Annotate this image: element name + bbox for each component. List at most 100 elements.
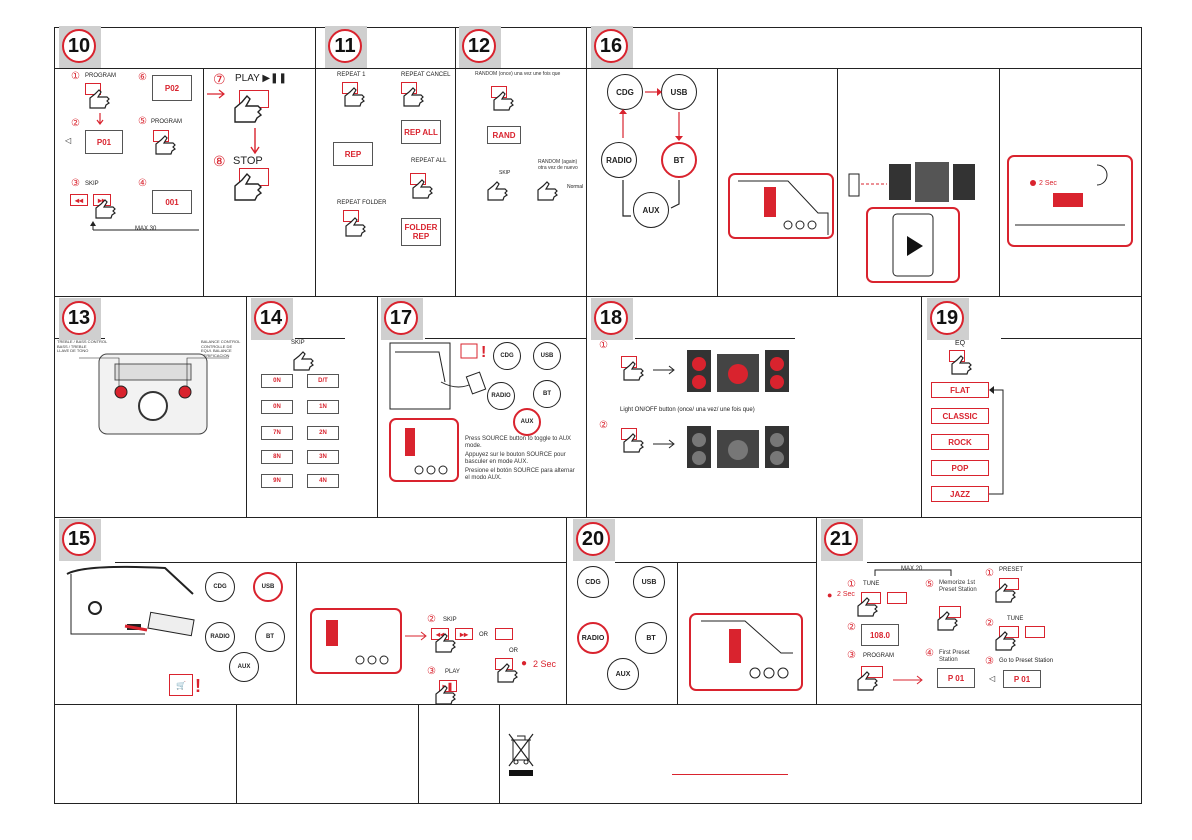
program2-label: PROGRAM: [151, 119, 183, 125]
source-radio: RADIO: [205, 622, 235, 652]
speaker-lights-on-image: [687, 350, 789, 392]
header-line: [1001, 338, 1141, 339]
step-1: ①: [71, 71, 80, 82]
hand-icon: [234, 172, 263, 201]
col-divider: [418, 704, 419, 804]
arrow-right: [405, 631, 427, 641]
source-cdg: CDG: [205, 572, 235, 602]
source-cdg: CDG: [607, 74, 643, 110]
hand-icon: [623, 361, 644, 381]
section-12-number: 12: [459, 26, 501, 68]
usb-button-image: [310, 608, 402, 674]
radio-button-image: [689, 613, 803, 691]
play-label: PLAY ▶❚❚: [235, 73, 287, 84]
col-divider: [816, 517, 817, 704]
col-divider: [586, 296, 587, 517]
unit-closeup-image: [728, 173, 834, 239]
play-label: PLAY: [445, 669, 460, 675]
unit-front-panel-image: [79, 353, 229, 435]
col-divider: [455, 28, 456, 296]
col-divider: [677, 562, 678, 704]
hand-icon: [857, 671, 878, 691]
section-10-number: 10: [59, 26, 101, 68]
hand-icon: [623, 433, 644, 453]
balance-note: BALANCE CONTROL CONTROLLE DE EQUI. BALAN…: [201, 339, 241, 358]
step-3: ③: [847, 650, 856, 661]
step-3: ③: [427, 666, 436, 677]
hand-icon: [95, 199, 116, 219]
step-3: ③: [71, 178, 80, 189]
speaker-lights-off-image: [687, 426, 789, 468]
p02-display: P02: [152, 75, 192, 101]
link-underline[interactable]: [672, 774, 788, 775]
arrow-right: [653, 439, 675, 449]
folder-button[interactable]: [495, 628, 513, 640]
skip-prev-button[interactable]: ◂◂: [70, 194, 88, 206]
header-line: [115, 562, 566, 563]
hand-icon: [995, 583, 1016, 603]
col-divider: [999, 68, 1000, 296]
section-14-number: 14: [251, 298, 293, 340]
hand-icon: [293, 351, 314, 371]
col-divider: [315, 28, 316, 296]
section-13-number: 13: [59, 298, 101, 340]
arrow-right: [893, 675, 923, 685]
step-2: ②: [71, 118, 80, 129]
repeat-all-label: REPEAT ALL: [411, 158, 447, 164]
freq-display: 108.0: [861, 624, 899, 646]
source-usb: USB: [253, 572, 283, 602]
source-radio: RADIO: [601, 142, 637, 178]
header-line: [615, 562, 816, 563]
random-again-note: RANDOM (again) otra vez de nuevo: [538, 159, 578, 171]
source-aux: AUX: [513, 408, 541, 436]
track-display: 4N: [307, 474, 339, 488]
hand-icon: [493, 91, 514, 111]
step-2: ②: [847, 622, 856, 633]
col-divider: [203, 68, 204, 296]
hand-icon: [995, 631, 1016, 651]
source-bt: BT: [255, 622, 285, 652]
col-divider: [236, 704, 237, 804]
eq-mode-pop: POP: [931, 460, 989, 476]
memorize-label: Memorize 1st Preset Station: [939, 580, 977, 593]
section-17-number: 17: [381, 298, 423, 340]
hand-icon: [345, 217, 366, 237]
step-7: ⑦: [213, 71, 226, 87]
cart-icon: 🛒: [169, 674, 193, 696]
or-label: OR: [509, 648, 518, 654]
row-divider: [55, 517, 1141, 518]
tune-up-button[interactable]: [887, 592, 907, 604]
col-divider: [717, 68, 718, 296]
track-display: 3N: [307, 450, 339, 464]
col-divider: [296, 562, 297, 704]
loop-arrow: [90, 221, 199, 231]
col-divider: [499, 704, 500, 804]
random-note: RANDOM (once) una vez une fois que: [475, 71, 561, 77]
rep-all-display: REP ALL: [401, 120, 441, 144]
track-display: 001: [152, 190, 192, 214]
tune-up-button[interactable]: [1025, 626, 1045, 638]
header-line: [867, 562, 1141, 563]
timer-icon: ●: [521, 658, 528, 669]
skip-next-button[interactable]: ▸▸: [455, 628, 473, 640]
light-button-label: Light ON/OFF button (once/ una vez/ une …: [620, 407, 755, 413]
program-label: PROGRAM: [863, 653, 895, 659]
skip-label: SKIP: [85, 181, 99, 187]
source-aux: AUX: [633, 192, 669, 228]
hold-button-image: 2 Sec: [1007, 155, 1133, 247]
source-cdg: CDG: [577, 566, 609, 598]
track-display: 9N: [261, 474, 293, 488]
skip-label: SKIP: [443, 617, 457, 623]
section-19-number: 19: [927, 298, 969, 340]
p01-display: P01: [85, 130, 123, 154]
step-2: ②: [599, 420, 608, 431]
eq-label: EQ: [955, 340, 966, 347]
hand-icon: [951, 355, 972, 375]
source-bt: BT: [533, 380, 561, 408]
source-bt: BT: [661, 142, 697, 178]
hand-icon: [234, 94, 263, 123]
hand-icon: [89, 89, 110, 109]
arrow-right: [653, 365, 675, 375]
hand-icon: [435, 685, 456, 705]
timer-icon: ●: [827, 590, 833, 600]
